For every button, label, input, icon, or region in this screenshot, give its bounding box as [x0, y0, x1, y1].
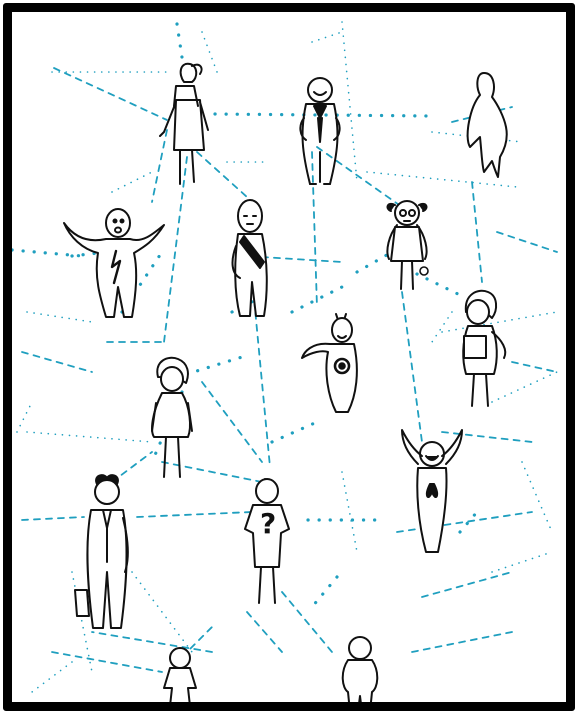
figure-short-hair-woman	[463, 291, 505, 406]
figure-child-left	[164, 648, 196, 702]
figure-tie-man	[300, 78, 339, 184]
illustration-frame: ?	[3, 3, 575, 711]
figure-question-mark-man: ?	[245, 479, 289, 603]
figure-pigtail-girl	[387, 201, 426, 289]
figure-suit-man	[75, 475, 128, 628]
figure-sling-arm-man	[233, 200, 267, 316]
question-mark-glyph: ?	[260, 507, 276, 540]
figure-target-man	[302, 314, 357, 412]
social-network-illustration: ?	[12, 12, 566, 702]
figure-ribbon-cheering-man	[402, 430, 462, 552]
figure-ponytail-woman	[160, 64, 208, 184]
figure-ghost-outline	[468, 73, 507, 177]
figure-child-right	[343, 637, 378, 702]
figure-bob-hair-woman	[152, 358, 192, 477]
figure-lightning-man	[64, 209, 164, 317]
connection-node	[420, 267, 428, 275]
